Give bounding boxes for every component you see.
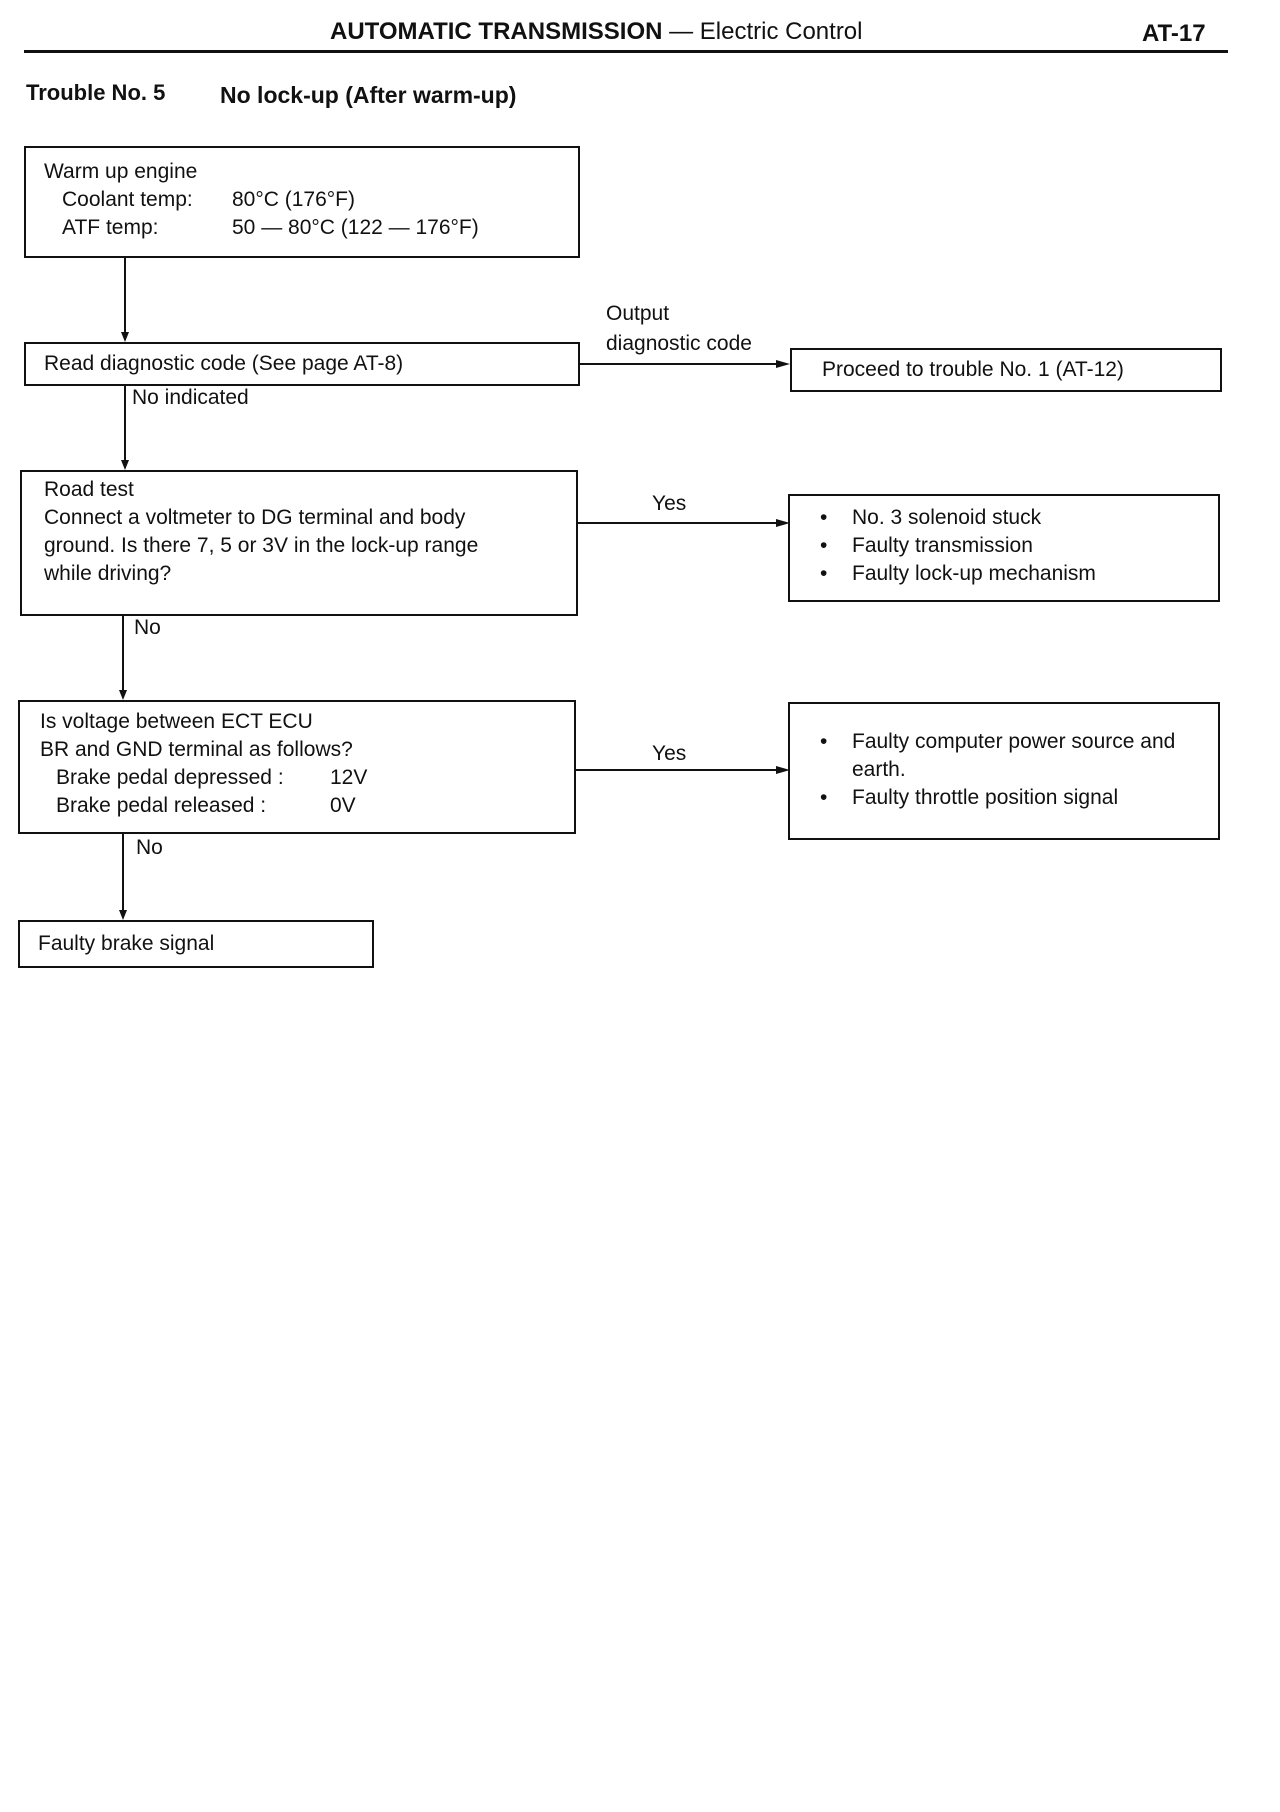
released-label: Brake pedal released : <box>56 794 267 817</box>
read-code-box: Read diagnostic code (See page AT-8) <box>24 342 580 386</box>
voltage-line-2: BR and GND terminal as follows? <box>40 738 353 761</box>
result-2-item: Faulty throttle position signal <box>820 784 1208 812</box>
released-value: 0V <box>330 794 356 817</box>
road-test-line-3: ground. Is there 7, 5 or 3V in the lock-… <box>44 534 479 557</box>
yes-label-1: Yes <box>652 492 687 515</box>
road-test-line-4: while driving? <box>44 562 172 585</box>
arrow-yes-2 <box>776 766 790 774</box>
header-title: AUTOMATIC TRANSMISSION — Electric Contro… <box>330 18 863 45</box>
connector-1 <box>124 258 126 338</box>
result-list-2: Faulty computer power source and earth. … <box>820 728 1208 812</box>
connector-yes-2 <box>576 769 782 771</box>
connector-3 <box>122 616 124 696</box>
no-label-1: No <box>134 616 161 639</box>
coolant-label: Coolant temp: <box>62 188 193 211</box>
connector-2 <box>124 386 126 466</box>
result-1-item: No. 3 solenoid stuck <box>820 504 1218 532</box>
arrow-1 <box>121 332 129 342</box>
final-text: Faulty brake signal <box>38 932 215 955</box>
result-1-item: Faulty lock-up mechanism <box>820 560 1218 588</box>
arrow-3 <box>119 690 127 700</box>
road-test-line-1: Road test <box>44 478 134 501</box>
arrow-yes-1 <box>776 519 790 527</box>
arrow-4 <box>119 910 127 920</box>
no-label-2: No <box>136 836 163 859</box>
read-code-text: Read diagnostic code (See page AT-8) <box>44 352 404 375</box>
output-label-1: Output <box>606 302 670 325</box>
depressed-label: Brake pedal depressed : <box>56 766 284 789</box>
result-2-item: Faulty computer power source and earth. <box>820 728 1182 784</box>
trouble-number: Trouble No. 5 <box>26 80 166 105</box>
page-number: AT-17 <box>1142 20 1206 47</box>
coolant-value: 80°C (176°F) <box>232 188 356 211</box>
voltage-line-1: Is voltage between ECT ECU <box>40 710 313 733</box>
final-box: Faulty brake signal <box>18 920 374 968</box>
trouble-title: No lock-up (After warm-up) <box>220 82 517 108</box>
header-rule <box>24 50 1228 53</box>
connector-output <box>580 363 782 365</box>
result-list-1: No. 3 solenoid stuck Faulty transmission… <box>820 504 1218 588</box>
result-box-1: No. 3 solenoid stuck Faulty transmission… <box>788 494 1220 602</box>
arrow-2 <box>121 460 129 470</box>
depressed-value: 12V <box>330 766 368 789</box>
connector-4 <box>122 834 124 916</box>
output-label-2: diagnostic code <box>606 332 752 355</box>
warmup-box: Warm up engine Coolant temp: 80°C (176°F… <box>24 146 580 258</box>
atf-label: ATF temp: <box>62 216 159 239</box>
result-box-2: Faulty computer power source and earth. … <box>788 702 1220 840</box>
connector-yes-1 <box>578 522 782 524</box>
warmup-title: Warm up engine <box>44 160 198 183</box>
arrow-output <box>776 360 790 368</box>
proceed-text: Proceed to trouble No. 1 (AT-12) <box>822 358 1124 381</box>
yes-label-2: Yes <box>652 742 687 765</box>
atf-value: 50 — 80°C (122 — 176°F) <box>232 216 479 239</box>
road-test-line-2: Connect a voltmeter to DG terminal and b… <box>44 506 466 529</box>
no-indicated-label: No indicated <box>132 386 249 409</box>
voltage-check-box: Is voltage between ECT ECU BR and GND te… <box>18 700 576 834</box>
road-test-box: Road test Connect a voltmeter to DG term… <box>20 470 578 616</box>
result-1-item: Faulty transmission <box>820 532 1218 560</box>
proceed-box: Proceed to trouble No. 1 (AT-12) <box>790 348 1222 392</box>
